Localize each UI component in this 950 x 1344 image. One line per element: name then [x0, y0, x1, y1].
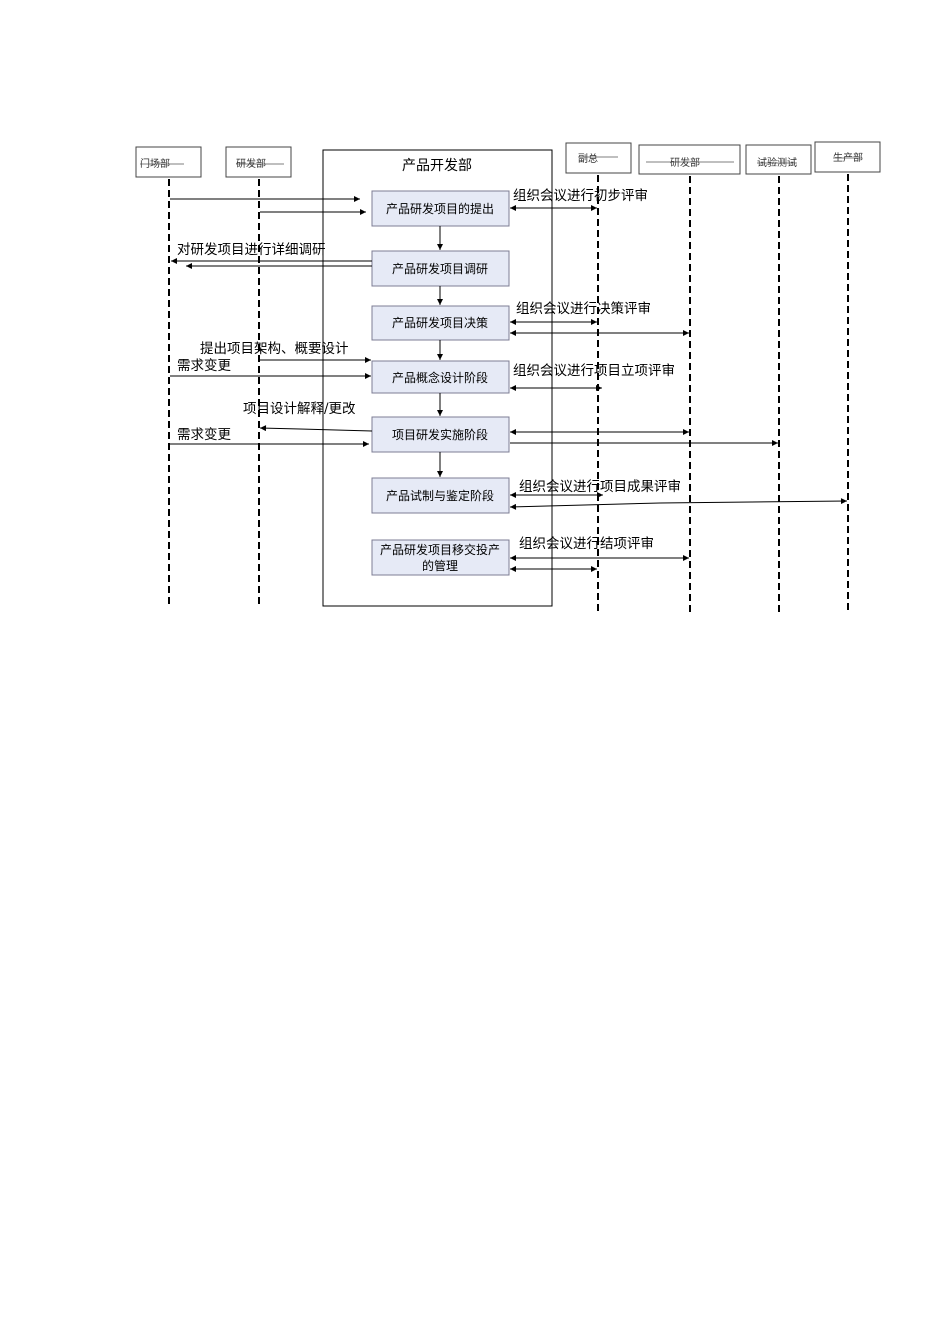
lane-test-label: 试验测试 [757, 156, 797, 169]
label-design-explain: 项目设计解释/更改 [243, 401, 356, 417]
label-closure-review: 组织会议进行结项评审 [519, 536, 654, 552]
stage-proposal: 产品研发项目的提出 [371, 190, 510, 227]
msg-survey: 对研发项目进行详细调研 [171, 242, 372, 269]
stage-survey: 产品研发项目调研 [371, 250, 510, 287]
label-requirement-change-2: 需求变更 [177, 427, 231, 443]
stage-decision: 产品研发项目决策 [371, 305, 510, 341]
lane-rnd-right: 研发部 [638, 144, 741, 175]
stage-trial: 产品试制与鉴定阶段 [371, 477, 510, 514]
msg-decision: 组织会议进行决策评审 [510, 300, 689, 336]
label-decision-review: 组织会议进行决策评审 [516, 300, 651, 317]
label-requirement-change-1: 需求变更 [177, 358, 231, 374]
msg-implementation: 项目设计解释/更改 需求变更 [170, 401, 778, 447]
stage-concept: 产品概念设计阶段 [371, 360, 510, 394]
stage-implementation: 项目研发实施阶段 [371, 416, 510, 453]
stage-proposal-label: 产品研发项目的提出 [386, 201, 494, 216]
label-result-review: 组织会议进行项目成果评审 [519, 479, 681, 495]
label-initial-review: 组织会议进行初步评审 [513, 187, 648, 204]
stage-concept-label: 产品概念设计阶段 [392, 370, 488, 385]
stage-handover: 产品研发项目移交投产 的管理 [371, 539, 510, 576]
lane-test: 试验测试 [745, 144, 812, 175]
stage-survey-label: 产品研发项目调研 [392, 261, 488, 276]
lane-gm: 副总 [565, 142, 632, 174]
lane-rnd-left: 研发部 [225, 146, 292, 178]
lane-rnd-right-label: 研发部 [670, 156, 700, 169]
label-detailed-survey: 对研发项目进行详细调研 [177, 242, 326, 258]
lane-market: 门场部 [135, 146, 202, 178]
msg-trial: 组织会议进行项目成果评审 [509, 479, 848, 510]
lane-prod: 生产部 [814, 141, 881, 173]
msg-handover: 组织会议进行结项评审 [510, 536, 689, 572]
dept-title: 产品开发部 [402, 158, 472, 174]
stage-trial-label: 产品试制与鉴定阶段 [386, 488, 494, 503]
stage-handover-label-line1: 产品研发项目移交投产 [380, 542, 500, 557]
lane-market-label: 门场部 [140, 157, 170, 170]
msg-proposal: 组织会议进行初步评审 [170, 187, 648, 215]
stage-handover-label-line2: 的管理 [422, 558, 458, 573]
product-dev-dept-frame [322, 149, 553, 607]
lane-rnd-left-label: 研发部 [236, 157, 266, 170]
msg-concept: 提出项目架构、概要设计 需求变更 组织会议进行项目立项评审 [170, 341, 675, 391]
stage-implementation-label: 项目研发实施阶段 [392, 427, 488, 442]
label-project-approval-review: 组织会议进行项目立项评审 [513, 363, 675, 379]
label-architecture: 提出项目架构、概要设计 [200, 341, 349, 357]
lane-gm-label: 副总 [578, 152, 598, 165]
lane-prod-label: 生产部 [833, 151, 863, 164]
stage-decision-label: 产品研发项目决策 [392, 315, 488, 330]
